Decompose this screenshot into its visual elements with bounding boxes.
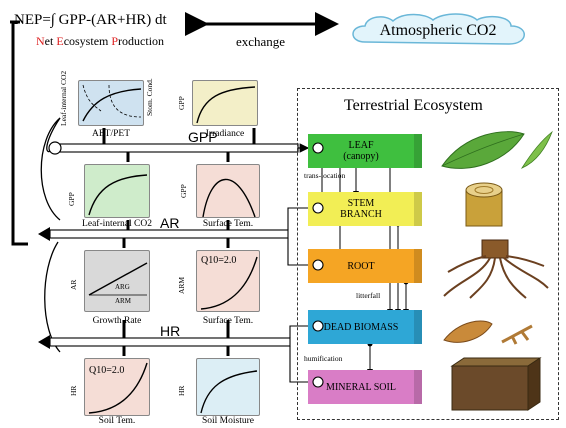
panel-curve bbox=[88, 174, 148, 216]
panel-surface-gpp-caption: Surface Tem. bbox=[202, 219, 254, 229]
root-icon bbox=[443, 239, 549, 299]
terrestrial-ecosystem-box bbox=[297, 88, 559, 420]
panel-soil-tem: Q10=2.0 bbox=[84, 358, 150, 416]
panel-irradiance bbox=[192, 80, 258, 126]
panel-curve bbox=[196, 86, 256, 124]
panel-surface-tem-arm: Q10=2.0 bbox=[196, 250, 260, 312]
terrestrial-title: Terrestrial Ecosystem bbox=[344, 97, 483, 114]
panel-leaf-co2-caption: Leaf-internal CO2 bbox=[82, 219, 152, 229]
soil-block-icon bbox=[450, 357, 542, 411]
arm-label: ARM bbox=[115, 297, 131, 305]
ar-label: AR bbox=[160, 215, 180, 231]
nep-equation: NEP=∫ GPP-(AR+HR) dt bbox=[14, 12, 167, 28]
panel-aet-caption: AET/PET bbox=[92, 129, 130, 139]
gpp-label: GPP bbox=[188, 129, 218, 145]
litterfall-label: litterfall bbox=[356, 291, 381, 300]
panel-growth-caption: Growth Rate bbox=[92, 316, 142, 326]
humification-label: humification bbox=[304, 354, 343, 363]
panel-curve bbox=[200, 256, 258, 310]
nep-definition: Net Ecosystem Production bbox=[36, 34, 165, 48]
dead-leaves-icon bbox=[443, 320, 533, 345]
panel-lines bbox=[88, 262, 148, 296]
panel-aet-pet bbox=[78, 80, 144, 126]
panel-curve bbox=[200, 370, 258, 414]
compartment-soil-label: MINERAL SOIL bbox=[326, 381, 396, 393]
compartment-stem-label: STEM BRANCH bbox=[340, 198, 382, 220]
compartment-leaf-label: LEAF (canopy) bbox=[343, 140, 379, 162]
stem-icon bbox=[465, 182, 503, 227]
arg-label: ARG bbox=[115, 283, 130, 291]
q10-label: Q10=2.0 bbox=[89, 365, 125, 376]
panel-growth-rate: ARG ARM bbox=[84, 250, 150, 312]
compartment-root-label: ROOT bbox=[347, 260, 375, 272]
panel-irradiance-caption: Irradiance bbox=[205, 129, 245, 139]
compartment-leaf: LEAF (canopy) bbox=[308, 134, 422, 168]
compartment-mineral-soil: MINERAL SOIL bbox=[308, 370, 422, 404]
hr-label: HR bbox=[160, 323, 181, 339]
panel-curve bbox=[82, 84, 142, 122]
panel-surface-arm-caption: Surface Tem. bbox=[202, 316, 254, 326]
atmospheric-co2-cloud: Atmospheric CO2 bbox=[345, 12, 531, 50]
panel-curve bbox=[88, 362, 148, 414]
compartment-dead-label: DEAD BIOMASS bbox=[323, 321, 399, 333]
translocation-label: trans-location bbox=[304, 171, 346, 180]
cloud-icon bbox=[352, 13, 525, 45]
panel-leaf-co2 bbox=[84, 164, 150, 218]
atmospheric-co2-label: Atmospheric CO2 bbox=[379, 22, 497, 39]
panel-curve bbox=[202, 178, 256, 217]
compartment-root: ROOT bbox=[308, 249, 422, 283]
compartment-dead-biomass: DEAD BIOMASS bbox=[308, 310, 422, 344]
leaf-icon bbox=[441, 130, 553, 169]
panel-surface-tem-gpp bbox=[196, 164, 260, 218]
panel-soil-tem-caption: Soil Tem. bbox=[98, 416, 136, 426]
q10-label: Q10=2.0 bbox=[201, 255, 237, 266]
panel-soil-moisture-caption: Soil Moisture bbox=[202, 416, 254, 426]
panel-soil-moisture bbox=[196, 358, 260, 416]
exchange-label: exchange bbox=[236, 34, 286, 49]
compartment-stem: STEM BRANCH bbox=[308, 192, 422, 226]
